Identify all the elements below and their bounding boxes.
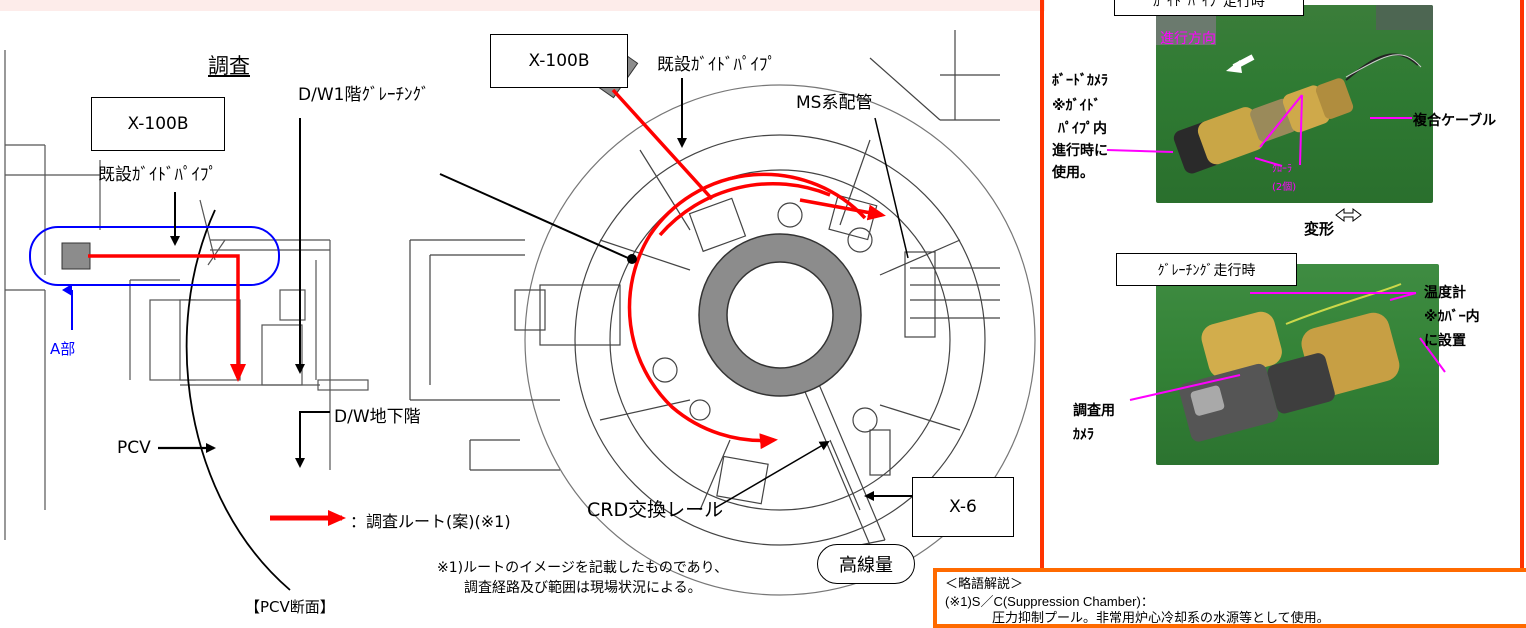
pcv-diagram <box>4 30 1036 596</box>
dw-basement-pointer <box>295 411 330 468</box>
thermometer-label-2: ※ｶﾊﾞｰ内 <box>1424 309 1480 325</box>
pedestal-outer-edge <box>698 233 862 397</box>
board-camera-label-3: ﾊﾟｲﾌﾟ内 <box>1058 121 1107 137</box>
top-band <box>0 0 1045 11</box>
survey-camera-label-1: 調査用 <box>1073 403 1115 419</box>
diagram-title: 調査 <box>208 54 250 78</box>
dw-basement-label: D/W地下階 <box>334 407 421 427</box>
high-dose-label: 高線量 <box>817 544 915 584</box>
part-a-outline <box>29 226 280 286</box>
route-center-arc <box>627 172 867 450</box>
pedestal-inner-edge <box>726 261 834 369</box>
x100b-box-left-label: X-100B <box>127 114 189 134</box>
route-center-arc-top <box>658 181 831 237</box>
x6-box: X-6 <box>912 477 1014 537</box>
thermometer-label-1: 温度計 <box>1424 285 1466 301</box>
board-camera-label-2: ※ｶﾞｲﾄﾞ <box>1052 98 1101 114</box>
survey-camera-label-2: ｶﾒﾗ <box>1073 427 1094 443</box>
guide-mode-title-box: ｶﾞｲﾄﾞﾊﾟｲﾌﾟ走行時 <box>1114 0 1304 16</box>
ms-pipe-label: MS系配管 <box>796 93 873 113</box>
high-dose-text: 高線量 <box>839 555 893 576</box>
transform-label: 変形 <box>1304 220 1335 238</box>
center-structure <box>409 30 1036 596</box>
route-center-arc-right <box>799 198 886 221</box>
robot-photo-guide-mode <box>1156 5 1433 203</box>
board-camera-label-5: 使用。 <box>1052 165 1094 181</box>
robot-grating-illustration <box>1179 283 1402 442</box>
x100b-box-left: X-100B <box>91 97 225 151</box>
thermometer-label-3: に設置 <box>1424 333 1466 349</box>
robot-annotation-lines <box>1106 94 1446 401</box>
grating-mode-title: ｸﾞﾚｰﾁﾝｸﾞ走行時 <box>1157 262 1256 279</box>
guide-pipe-center-label: 既設ｶﾞｲﾄﾞﾊﾟｲﾌﾟ <box>657 55 776 75</box>
composite-cable-label: 複合ケーブル <box>1413 113 1497 129</box>
glossary-line-1: (※1)S／C(Suppression Chamber)： <box>945 594 1154 609</box>
robot-guide-illustration <box>1156 5 1433 174</box>
transform-arrow-icon <box>1335 208 1362 222</box>
robot-photo-grating-mode <box>1156 264 1439 465</box>
x100b-penetration-left <box>61 242 91 270</box>
ms-pipe-pointer <box>874 117 909 259</box>
board-camera-label-4: 進行時に <box>1052 143 1108 159</box>
crd-rail-label: CRD交換レール <box>587 499 724 521</box>
route-center-entry <box>611 88 714 201</box>
guide-pipe-left-label: 既設ｶﾞｲﾄﾞﾊﾟｲﾌﾟ <box>98 165 217 185</box>
dw1-label: D/W1階ｸﾞﾚｰﾁﾝｸﾞ <box>298 85 430 105</box>
part-a-label: A部 <box>50 340 76 358</box>
crawler-label-2: (2個) <box>1272 182 1297 193</box>
pedestal-ring <box>699 234 861 396</box>
crd-rail-pointer <box>714 440 830 509</box>
x100b-box-center-label: X-100B <box>528 51 590 71</box>
glossary-heading: ＜略語解説＞ <box>945 576 1024 591</box>
pcv-label: PCV <box>117 438 151 458</box>
board-camera-label-1: ﾎﾞｰﾄﾞｶﾒﾗ <box>1052 73 1108 89</box>
x100b-box-center: X-100B <box>490 34 628 88</box>
route-legend-label: ：調査ルート(案)(※1) <box>350 512 511 531</box>
guide-mode-title: ｶﾞｲﾄﾞﾊﾟｲﾌﾟ走行時 <box>1153 0 1265 10</box>
dw1-center-dot <box>627 254 637 264</box>
section-label: 【PCV断面】 <box>245 598 335 616</box>
note-line-2: 調査経路及び範囲は現場状況による。 <box>464 580 702 596</box>
route-left <box>88 254 246 382</box>
crawler-label-1: ｸﾛｰﾗ <box>1272 164 1292 175</box>
note-line-1: ※1)ルートのイメージを記載したものであり、 <box>437 560 729 576</box>
pcv-wall <box>185 209 291 591</box>
grating-mode-title-box: ｸﾞﾚｰﾁﾝｸﾞ走行時 <box>1116 253 1297 286</box>
glossary-line-2: 圧力抑制プール。非常用炉心冷却系の水源等として使用。 <box>992 610 1330 625</box>
x6-box-label: X-6 <box>949 497 977 517</box>
direction-label: 進行方向 <box>1160 31 1216 47</box>
dw1-center-pointer <box>439 173 629 259</box>
